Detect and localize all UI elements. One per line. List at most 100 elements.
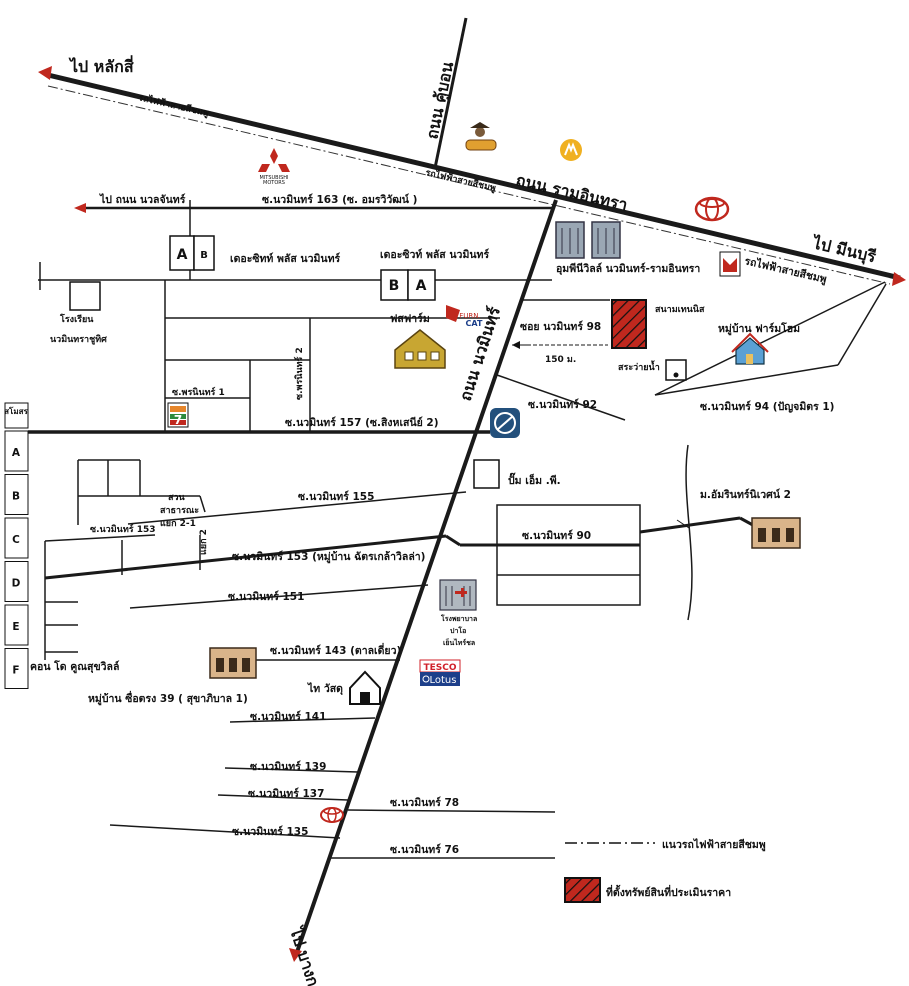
phonintr-2: ซ.พรนินทร์ 2 xyxy=(293,347,305,400)
park-3: แยก 2-1 xyxy=(160,519,196,529)
hospital-icon xyxy=(439,579,477,611)
hardware-store-icon xyxy=(349,670,381,705)
pink-line-label-1: รถไฟฟ้าสายสีชมพู xyxy=(137,91,210,119)
park-2: สาธารณะ xyxy=(160,506,199,516)
furniture-logo: FURN. CAT xyxy=(446,305,483,328)
condo-block-label: B xyxy=(12,491,20,503)
legend-property-swatch xyxy=(564,877,601,903)
soi-78: ซ.นวมินทร์ 78 xyxy=(390,796,459,809)
major-roads xyxy=(38,17,906,962)
pool-box xyxy=(665,359,687,381)
udom-city-icon xyxy=(555,221,621,259)
bldg-a-left: A xyxy=(177,247,188,263)
to-nuan-chan: ไป ถนน นวลจันทร์ xyxy=(99,193,186,206)
subject-property xyxy=(611,299,647,349)
condo-block xyxy=(4,561,29,602)
khubon-road xyxy=(433,17,468,169)
school-1: โรงเรียน xyxy=(59,313,94,325)
the-city-1-blocks: A B xyxy=(169,235,215,271)
svg-text:7: 7 xyxy=(174,413,182,427)
the-city-2-blocks: B A xyxy=(380,269,436,301)
village-39: หมู่บ้าน ซื่อตรง 39 ( สุขาภิบาล 1) xyxy=(88,690,248,706)
school-2: นวมินทราชูทิศ xyxy=(50,334,107,345)
soi-92: ซ.นวมินทร์ 92 xyxy=(528,398,597,411)
the-city-1: เดอะซิทท์ พลัส นวมินทร์ xyxy=(230,252,340,265)
ramindra-arrow-east xyxy=(892,272,906,286)
soi-137: ซ.นวมินทร์ 137 xyxy=(248,787,324,800)
condo-block-label: F xyxy=(12,665,19,677)
furn-text: FURN. xyxy=(459,312,480,320)
soi-151: ซ.นวมินทร์ 151 xyxy=(228,590,304,603)
condo-block xyxy=(4,648,29,689)
mall-icon xyxy=(394,329,446,369)
pink-line-track xyxy=(47,85,891,285)
hospital-2: ปาโอ xyxy=(450,626,466,635)
bldg-b-right: B xyxy=(389,278,400,294)
to-lak-si: ไป หลักสี่ xyxy=(68,55,134,76)
soi-94: ซ.นวมินทร์ 94 (ปัญจมิตร 1) xyxy=(700,400,834,413)
soi-139: ซ.นวมินทร์ 139 xyxy=(250,760,326,773)
tennis: สนามเทนนิส xyxy=(655,304,705,315)
condo-block xyxy=(4,517,29,559)
soi-155: ซ.นวมินทร์ 155 xyxy=(298,490,374,503)
soi-141: ซ.นวมินทร์ 141 xyxy=(250,710,326,723)
central-logo xyxy=(560,139,582,161)
udom-city: อุมพีนีวิลล์ นวมินทร์-รามอินทรา xyxy=(556,262,700,276)
village39-icon xyxy=(209,647,257,679)
gas-station-icon xyxy=(490,408,520,438)
tesco-lotus-logo: TESCO Lotus xyxy=(419,659,461,686)
labels: ไป หลักสี่ ไป มีนบุรี ถนน รามอินทรา ถนน … xyxy=(30,55,878,986)
soi-90: ซ.นวมินทร์ 90 xyxy=(522,529,591,542)
condo-block xyxy=(4,430,29,472)
soi-143: ซ.นวมินทร์ 143 (ตาลเดี่ยว) xyxy=(270,642,401,657)
amarin: ม.อัมรินทร์นิเวศน์ 2 xyxy=(700,488,791,501)
soi-98: ซอย นวมินทร์ 98 xyxy=(520,320,601,333)
minor-roads xyxy=(28,200,887,859)
bldg-b-left: B xyxy=(200,250,208,261)
pool: สระว่ายน้ำ xyxy=(618,360,660,373)
amarin-icon xyxy=(751,517,801,549)
condo-block xyxy=(4,604,29,646)
pt-station-building xyxy=(473,459,500,489)
hospital-1: โรงพยาบาล xyxy=(440,614,477,623)
soi-153: ซ.นวมินทร์ 153 (หมู่บ้าน ฉัตรเกล้าวิลล่า… xyxy=(232,550,425,564)
bldg-a-right: A xyxy=(416,278,427,294)
seven-eleven-icon: 7 xyxy=(167,402,189,428)
park-1: สวน xyxy=(168,493,186,503)
soi-153b: ซ.นวมินทร์ 153 xyxy=(90,523,156,535)
dist-150: 150 ม. xyxy=(545,355,576,365)
home-pro-logo xyxy=(719,251,741,277)
hospital-3: เย็นไทร์ชล xyxy=(443,638,475,647)
mitsubishi-logo: MITSUBISHI MOTORS xyxy=(258,148,290,186)
condo-block xyxy=(4,474,29,515)
mitsubishi-text-1: MITSUBISHI xyxy=(260,175,289,181)
nawamin-road xyxy=(294,199,558,956)
ramindra-arrow-west xyxy=(38,66,52,80)
legend-property-label: ที่ตั้งทรัพย์สินที่ประเมินราคา xyxy=(606,884,731,899)
khubon-label: ถนน คู้บอน xyxy=(422,60,459,141)
farm-home-icon xyxy=(731,332,769,365)
soi-157: ซ.นวมินทร์ 157 (ซ.สิงหเสนีย์ 2) xyxy=(285,416,439,429)
legend-pink-line-label: แนวรถไฟฟ้าสายสีชมพู xyxy=(662,838,766,852)
condo: คอน โด คูณสุขวิลล์ xyxy=(30,660,119,674)
nawamin-arrow-south xyxy=(289,948,302,962)
market-icon xyxy=(465,122,497,151)
soi-135: ซ.นวมินทร์ 135 xyxy=(232,825,308,838)
cat-text: CAT xyxy=(466,319,483,328)
phonintr-1: ซ.พรนินทร์ 1 xyxy=(172,386,225,398)
toyota-logo-small xyxy=(320,807,344,823)
alley-2: แยก 2 xyxy=(199,529,209,555)
mitsubishi-text-2: MOTORS xyxy=(263,180,285,186)
tesco-text: TESCO xyxy=(423,663,456,673)
condo-block-label: C xyxy=(12,534,20,546)
ramindra-road xyxy=(47,72,901,281)
soi-76: ซ.นวมินทร์ 76 xyxy=(390,843,459,856)
pt-station: ปั๊ม เอ็ม .พี. xyxy=(508,472,561,487)
the-city-2: เดอะซิวท์ พลัส นวมินทร์ xyxy=(380,248,489,261)
legend: แนวรถไฟฟ้าสายสีชมพู ที่ตั้งทรัพย์สินที่ป… xyxy=(564,838,766,903)
samo-label: สโมสร xyxy=(4,406,28,416)
condo-block-label: A xyxy=(12,447,21,459)
soi-163: ซ.นวมินทร์ 163 (ซ. อมรวิวัฒน์ ) xyxy=(262,193,417,206)
